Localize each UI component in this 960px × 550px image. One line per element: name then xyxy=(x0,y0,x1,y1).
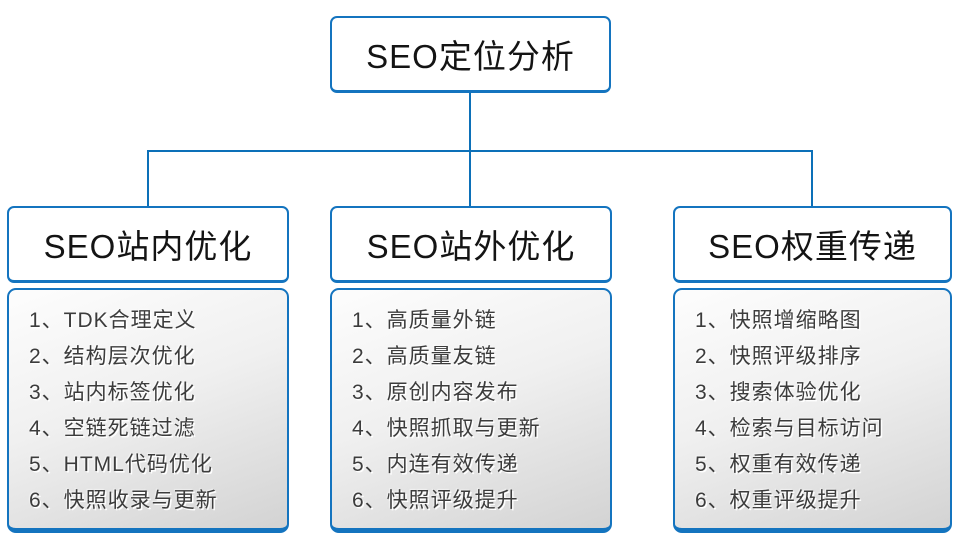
connector-horizontal xyxy=(147,150,813,152)
list-item: 4、空链死链过滤 xyxy=(29,417,196,440)
list-item: 2、结构层次优化 xyxy=(29,345,196,368)
branch-title-label: SEO站内优化 xyxy=(43,228,253,265)
root-node-title: SEO定位分析 xyxy=(366,38,575,75)
branch-list-weight: 1、快照增缩略图 2、快照评级排序 3、搜索体验优化 4、检索与目标访问 5、权… xyxy=(673,288,952,533)
branch-title-label: SEO站外优化 xyxy=(366,228,576,265)
branch-title-onsite: SEO站内优化 xyxy=(7,206,289,283)
list-item: 6、权重评级提升 xyxy=(695,489,862,512)
list-item: 6、快照收录与更新 xyxy=(29,489,218,512)
list-item: 5、权重有效传递 xyxy=(695,453,862,476)
list-item: 6、快照评级提升 xyxy=(352,489,519,512)
branch-title-weight: SEO权重传递 xyxy=(673,206,952,283)
branch-list-offsite: 1、高质量外链 2、高质量友链 3、原创内容发布 4、快照抓取与更新 5、内连有… xyxy=(330,288,612,533)
list-item: 2、快照评级排序 xyxy=(695,345,862,368)
connector-left-vertical xyxy=(147,150,149,207)
list-item: 3、站内标签优化 xyxy=(29,381,196,404)
branch-list-onsite: 1、TDK合理定义 2、结构层次优化 3、站内标签优化 4、空链死链过滤 5、H… xyxy=(7,288,289,533)
list-item: 4、快照抓取与更新 xyxy=(352,417,541,440)
connector-middle-vertical xyxy=(469,150,471,207)
list-item: 5、内连有效传递 xyxy=(352,453,519,476)
connector-right-vertical xyxy=(811,150,813,207)
list-item: 1、TDK合理定义 xyxy=(29,309,197,332)
list-item: 1、快照增缩略图 xyxy=(695,309,862,332)
branch-title-offsite: SEO站外优化 xyxy=(330,206,612,283)
list-item: 3、搜索体验优化 xyxy=(695,381,862,404)
branch-title-label: SEO权重传递 xyxy=(708,228,917,265)
list-item: 1、高质量外链 xyxy=(352,309,497,332)
list-item: 3、原创内容发布 xyxy=(352,381,519,404)
list-item: 4、检索与目标访问 xyxy=(695,417,884,440)
list-item: 2、高质量友链 xyxy=(352,345,497,368)
list-item: 5、HTML代码优化 xyxy=(29,453,213,476)
root-node: SEO定位分析 xyxy=(330,16,611,93)
connector-root-vertical xyxy=(469,91,471,151)
